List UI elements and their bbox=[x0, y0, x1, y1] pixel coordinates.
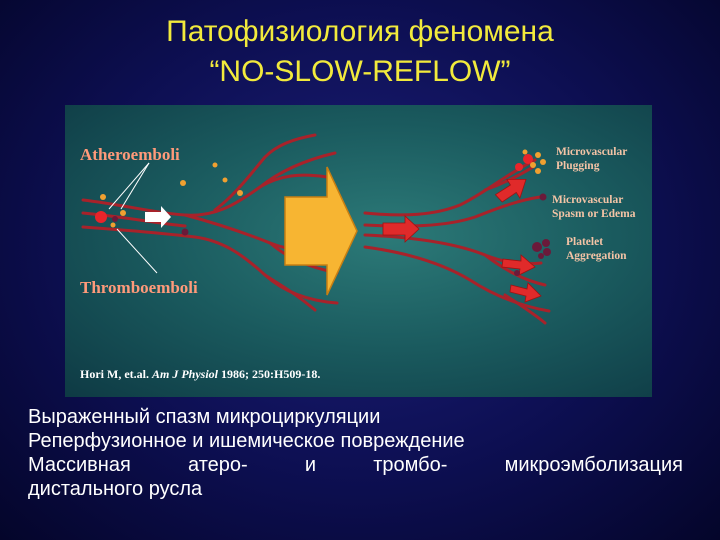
big-orange-arrow bbox=[284, 166, 358, 296]
citation-journal: Am J Physiol bbox=[151, 367, 218, 381]
figure-citation: Hori M, et.al. Am J Physiol 1986; 250:H5… bbox=[80, 367, 320, 382]
platelet-aggregation bbox=[514, 239, 551, 276]
bullet-item-3-continued: дистального русла bbox=[28, 478, 203, 500]
bullet-list: Выраженный спазм микроциркуляции Реперфу… bbox=[28, 405, 683, 501]
no-reflow-diagram: Atheroemboli Thromboemboli Microvascular… bbox=[65, 105, 652, 397]
thromboemboli-label: Thromboemboli bbox=[80, 278, 198, 297]
bullet-item-3: Массивная атеро- и тромбо- микроэмболиза… bbox=[28, 454, 683, 476]
diagram-drawing bbox=[81, 133, 551, 325]
bullet-item-1: Выраженный спазм микроциркуляции bbox=[28, 406, 381, 428]
platelet-label-line-1: Platelet bbox=[566, 236, 604, 248]
platelet-label-line-2: Aggregation bbox=[566, 250, 627, 262]
plugging-cluster bbox=[515, 149, 546, 174]
citation-details: 1986; 250:H509-18. bbox=[218, 367, 321, 381]
spasm-label-line-2: Spasm or Edema bbox=[552, 208, 636, 220]
spasm-marker bbox=[539, 193, 547, 201]
plugging-label-line-1: Microvascular bbox=[556, 146, 628, 158]
thromboemboli-particles bbox=[112, 216, 189, 236]
bullet-item-2: Реперфузионное и ишемическое повреждение bbox=[28, 430, 465, 452]
spasm-label-line-1: Microvascular bbox=[552, 194, 624, 206]
red-flow-arrows bbox=[382, 178, 542, 303]
title-line-2: “NO-SLOW-REFLOW” bbox=[209, 55, 511, 88]
atheroemboli-particles bbox=[100, 162, 243, 228]
microvascular-plugging-label: Microvascular Plugging bbox=[556, 145, 627, 173]
red-thrombus-particle bbox=[95, 211, 107, 223]
title-line-1: Патофизиология феномена bbox=[166, 15, 554, 48]
platelet-aggregation-label: Platelet Aggregation bbox=[566, 235, 626, 263]
plugging-label-line-2: Plugging bbox=[556, 160, 600, 172]
small-white-arrow bbox=[145, 206, 171, 228]
microvascular-spasm-label: Microvascular Spasm or Edema bbox=[552, 193, 636, 221]
atheroemboli-label: Atheroemboli bbox=[80, 145, 180, 164]
label-pointer-lines bbox=[108, 162, 158, 274]
citation-authors: Hori M, et.al. bbox=[80, 367, 152, 381]
slide-title: Патофизиология феномена “NO-SLOW-REFLOW” bbox=[0, 12, 720, 92]
